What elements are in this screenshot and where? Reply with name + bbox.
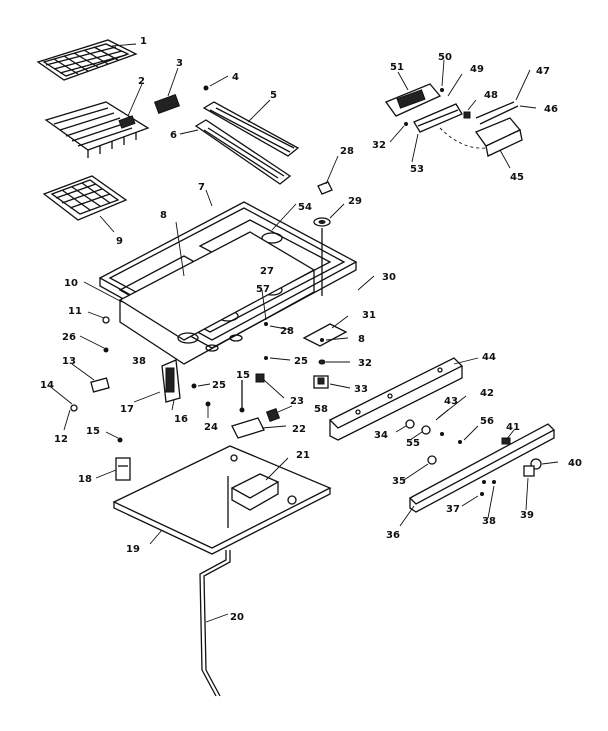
- label-3: 3: [176, 58, 183, 69]
- label-38a: 38: [132, 356, 146, 367]
- label-45: 45: [510, 172, 524, 183]
- label-8b: 8: [358, 334, 365, 345]
- part-number-labels: 1 2 3 4 5 6 7 8 8 9 10 11 26 13 14 12 38…: [40, 36, 582, 623]
- label-53: 53: [410, 164, 424, 175]
- rail-44: [328, 357, 479, 441]
- label-2: 2: [138, 76, 145, 87]
- label-8a: 8: [160, 210, 167, 221]
- grate-1: [36, 39, 138, 81]
- label-42: 42: [480, 388, 494, 399]
- label-23: 23: [290, 396, 304, 407]
- control-assembly: [384, 59, 537, 169]
- label-25b: 25: [294, 356, 308, 367]
- label-46: 46: [544, 104, 558, 115]
- label-35: 35: [392, 476, 406, 487]
- label-4: 4: [232, 72, 239, 83]
- shield-21: [230, 457, 289, 511]
- mid-hardware: [191, 356, 293, 439]
- label-15b: 15: [86, 426, 100, 437]
- valve-cluster: [261, 155, 375, 389]
- valves-34-40: [395, 395, 559, 519]
- label-54: 54: [298, 202, 312, 213]
- label-10: 10: [64, 278, 78, 289]
- label-18: 18: [78, 474, 92, 485]
- label-51: 51: [390, 62, 404, 73]
- label-57: 57: [256, 284, 270, 295]
- label-16: 16: [174, 414, 188, 425]
- label-36: 36: [386, 530, 400, 541]
- receptacle-3: [153, 67, 229, 115]
- label-14: 14: [40, 380, 54, 391]
- label-27: 27: [260, 266, 274, 277]
- grate-9: [42, 175, 128, 233]
- label-30: 30: [382, 272, 396, 283]
- vent-trim-6: [179, 119, 292, 185]
- label-21: 21: [296, 450, 310, 461]
- vent-trim-5: [202, 99, 300, 157]
- label-38b: 38: [482, 516, 496, 527]
- label-7: 7: [198, 182, 205, 193]
- heating-element-2: [44, 83, 150, 158]
- label-55: 55: [406, 438, 420, 449]
- label-48: 48: [484, 90, 498, 101]
- label-12: 12: [54, 434, 68, 445]
- label-49: 49: [470, 64, 484, 75]
- label-25a: 25: [212, 380, 226, 391]
- label-34: 34: [374, 430, 388, 441]
- label-26: 26: [62, 332, 76, 343]
- label-28a: 28: [340, 146, 354, 157]
- label-1: 1: [140, 36, 147, 47]
- label-32a: 32: [358, 358, 372, 369]
- rod-20: [199, 550, 231, 697]
- label-15a: 15: [236, 370, 250, 381]
- label-5: 5: [270, 90, 277, 101]
- label-31: 31: [362, 310, 376, 321]
- label-6: 6: [170, 130, 177, 141]
- label-20: 20: [230, 612, 244, 623]
- label-32b: 32: [372, 140, 386, 151]
- label-13: 13: [62, 356, 76, 367]
- bracket-16: [133, 359, 181, 411]
- label-50: 50: [438, 52, 452, 63]
- label-40: 40: [568, 458, 582, 469]
- hinge-18: [95, 431, 131, 481]
- rail-41: [399, 423, 556, 527]
- label-28b: 28: [280, 326, 294, 337]
- label-41: 41: [506, 422, 520, 433]
- label-9: 9: [116, 236, 123, 247]
- left-hardware: [51, 311, 110, 431]
- label-11: 11: [68, 306, 82, 317]
- burner-box-10: [83, 221, 316, 365]
- label-39: 39: [520, 510, 534, 521]
- label-22: 22: [292, 424, 306, 435]
- bottom-panel-19: [112, 445, 332, 555]
- label-44: 44: [482, 352, 496, 363]
- label-17: 17: [120, 404, 134, 415]
- label-56: 56: [480, 416, 494, 427]
- label-43: 43: [444, 396, 458, 407]
- label-33: 33: [354, 384, 368, 395]
- label-37: 37: [446, 504, 460, 515]
- label-19: 19: [126, 544, 140, 555]
- label-47: 47: [536, 66, 550, 77]
- label-24: 24: [204, 422, 218, 433]
- label-58: 58: [314, 404, 328, 415]
- label-29: 29: [348, 196, 362, 207]
